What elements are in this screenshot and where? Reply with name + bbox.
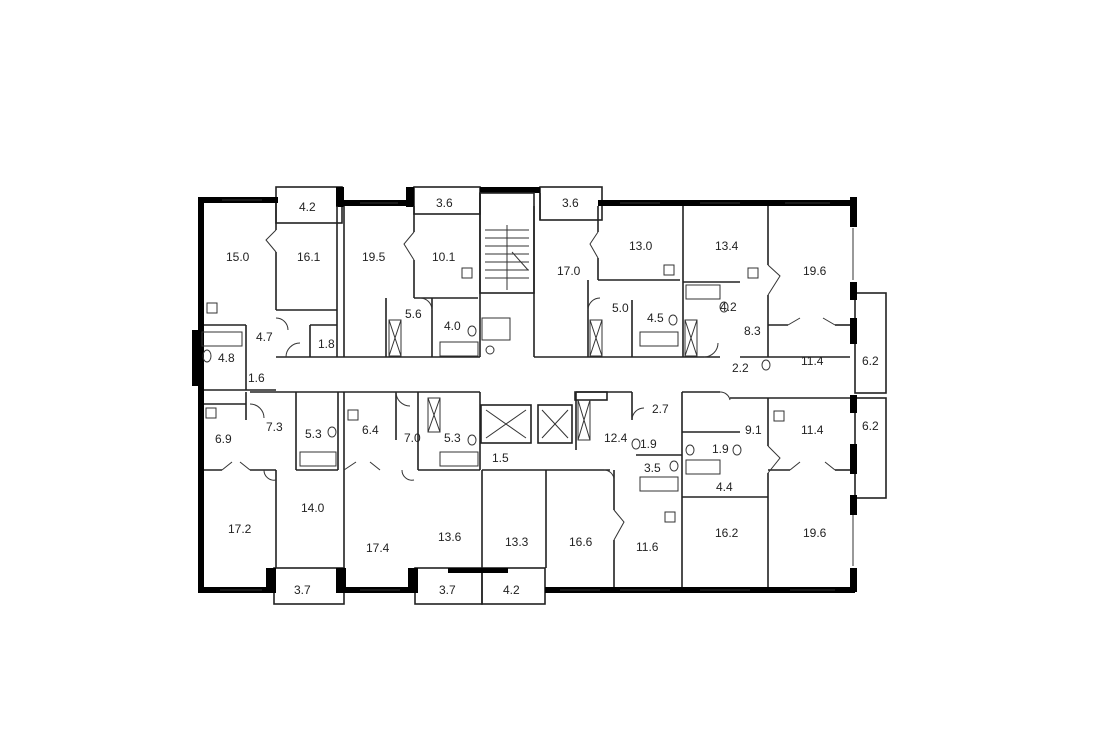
room-area-label: 19.6 — [803, 526, 827, 540]
room-area-label: 1.9 — [640, 437, 657, 451]
staircase — [479, 192, 535, 355]
room-area-label: 1.5 — [492, 451, 509, 465]
room-area-label: 13.6 — [438, 530, 462, 544]
room-area-label: 7.3 — [266, 420, 283, 434]
shafts — [388, 319, 698, 441]
room-area-label: 6.2 — [862, 354, 879, 368]
room-area-label: 8.3 — [744, 324, 761, 338]
room-area-label: 6.9 — [215, 432, 232, 446]
door-swings — [221, 229, 836, 541]
room-area-label: 5.6 — [405, 307, 422, 321]
room-area-label: 11.6 — [636, 540, 659, 554]
room-area-label: 11.4 — [801, 354, 824, 368]
room-area-label: 4.4 — [716, 480, 733, 494]
room-area-label: 17.2 — [228, 522, 252, 536]
elevators — [480, 391, 608, 444]
room-area-label: 1.6 — [248, 371, 265, 385]
room-area-label: 17.4 — [366, 541, 390, 555]
room-area-label: 16.1 — [297, 250, 321, 264]
room-area-label: 4.2 — [720, 300, 737, 314]
room-area-label: 9.1 — [745, 423, 762, 437]
room-area-label: 5.0 — [612, 301, 629, 315]
room-area-label: 17.0 — [557, 264, 581, 278]
room-area-label: 4.2 — [299, 200, 316, 214]
room-area-label: 7.0 — [404, 431, 421, 445]
balcony-right-1 — [854, 292, 887, 394]
room-area-label: 16.6 — [569, 535, 593, 549]
room-area-label: 19.5 — [362, 250, 386, 264]
room-area-label: 13.4 — [715, 239, 739, 253]
room-area-label: 1.8 — [318, 337, 335, 351]
room-area-label: 2.2 — [732, 361, 749, 375]
room-area-label: 4.8 — [218, 351, 235, 365]
room-area-label: 6.4 — [362, 423, 379, 437]
room-area-label: 12.4 — [604, 431, 628, 445]
room-area-label: 3.6 — [562, 196, 579, 210]
room-area-label: 19.6 — [803, 264, 827, 278]
room-area-label: 2.7 — [652, 402, 669, 416]
room-area-label: 3.6 — [436, 196, 453, 210]
room-area-label: 13.3 — [505, 535, 529, 549]
room-area-label: 13.0 — [629, 239, 653, 253]
balcony-bottom-3 — [481, 567, 546, 605]
room-area-label: 3.7 — [439, 583, 456, 597]
room-area-label: 5.3 — [444, 431, 461, 445]
room-area-label: 4.2 — [503, 583, 520, 597]
room-area-label: 6.2 — [862, 419, 879, 433]
bathtubs — [201, 284, 721, 492]
room-area-label: 4.0 — [444, 319, 461, 333]
room-area-label: 5.3 — [305, 427, 322, 441]
windows — [220, 199, 854, 591]
room-area-label: 11.4 — [801, 423, 824, 437]
room-area-label: 15.0 — [226, 250, 250, 264]
room-area-label: 10.1 — [432, 250, 456, 264]
balcony-right-2 — [854, 397, 887, 499]
room-area-labels: 15.0 16.1 4.2 19.5 3.6 10.1 17.0 3.6 13.… — [215, 196, 879, 597]
toilets — [202, 264, 785, 523]
room-area-label: 3.7 — [294, 583, 311, 597]
exterior-walls — [192, 187, 857, 593]
room-area-label: 1.9 — [712, 442, 729, 456]
room-area-label: 3.5 — [644, 461, 661, 475]
room-area-label: 4.7 — [256, 330, 273, 344]
room-area-label: 14.0 — [301, 501, 325, 515]
room-area-label: 16.2 — [715, 526, 739, 540]
room-area-label: 4.5 — [647, 311, 664, 325]
